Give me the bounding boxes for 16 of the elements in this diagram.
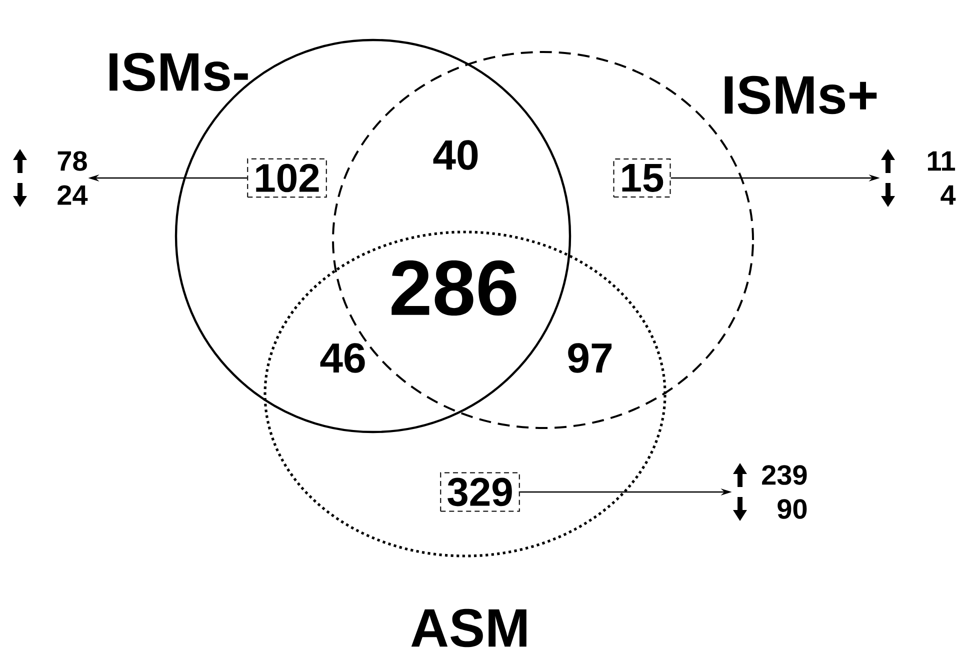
region-count: 40 (433, 140, 478, 170)
region-count: 46 (320, 343, 365, 373)
region-count: 97 (568, 343, 612, 373)
count-text: 239 (762, 465, 807, 485)
set-title: ISMs- (110, 52, 248, 92)
count-box: 329 (440, 472, 520, 512)
count-text: 78 (58, 151, 87, 171)
count-text: 90 (778, 499, 807, 519)
set-title: ASM (411, 608, 526, 648)
region-count: 286 (392, 260, 516, 316)
count-text: 4 (940, 185, 956, 205)
count-box: 15 (613, 158, 671, 198)
set-title: ISMs+ (724, 76, 877, 114)
count-text: 24 (58, 185, 88, 205)
count-box: 102 (247, 158, 327, 198)
count-text: 11 (928, 151, 956, 171)
